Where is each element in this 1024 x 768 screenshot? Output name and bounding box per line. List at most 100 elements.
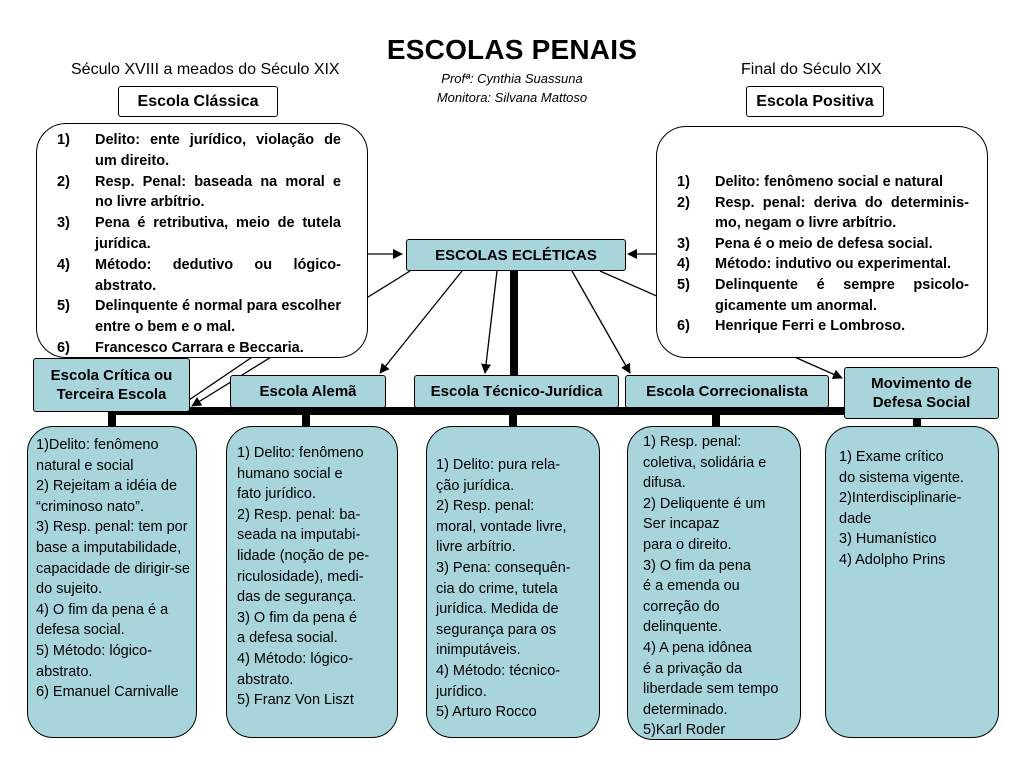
classica-panel: 1)Delito: ente jurídico, violação de um … — [36, 123, 368, 358]
correcionalista-line: Ser incapaz — [643, 516, 720, 533]
critica-line: “criminoso nato”. — [36, 498, 144, 515]
critica-line: 3) Resp. penal: tem por — [36, 519, 188, 536]
correcionalista-line: é a privação da — [643, 660, 743, 677]
alema-label: Escola Alemã — [230, 375, 386, 408]
arrow-to-alema — [379, 270, 463, 374]
alema-line: seada na imputabi- — [237, 527, 361, 544]
critica-line: capacidade de dirigir-se — [36, 560, 190, 577]
alema-line: humano social e — [237, 465, 343, 482]
movimento-label: Movimento de Defesa Social — [844, 367, 999, 419]
classica-label: Escola Clássica — [118, 86, 278, 117]
correcionalista-line: delinquente. — [643, 619, 723, 636]
positiva-item: 6)Henrique Ferri e Lombroso. — [677, 318, 906, 335]
arrow-to-correcionalista — [571, 270, 631, 374]
drop-4 — [712, 412, 720, 426]
tecnico-label: Escola Técnico-Jurídica — [414, 375, 619, 408]
professor-name: Profª: Cynthia Suassuna — [441, 71, 583, 86]
horizontal-bar — [110, 407, 922, 415]
positiva-item: 2)Resp. penal: deriva do determinis- mo,… — [677, 194, 969, 232]
positiva-panel: 1)Delito: fenômeno social e natural 2)Re… — [656, 126, 988, 358]
movimento-line: 2)Interdisciplinarie- — [839, 490, 962, 507]
classica-item: 5)Delinquente é normal para escolher ent… — [57, 298, 341, 336]
alema-line: riculosidade), medi- — [237, 568, 364, 585]
ecleticas-box: ESCOLAS ECLÉTICAS — [406, 239, 626, 271]
critica-line: 5) Método: lógico- — [36, 642, 153, 659]
critica-line: abstrato. — [36, 663, 93, 680]
positiva-item: 3)Pena é o meio de defesa social. — [677, 235, 933, 252]
movimento-line: 1) Exame crítico — [839, 449, 944, 465]
critica-line: do sujeito. — [36, 581, 103, 598]
classica-item: 3)Pena é retributiva, meio de tutela jur… — [57, 215, 341, 252]
positiva-item: 4)Método: indutivo ou experimental. — [677, 256, 952, 273]
correcionalista-details: 1) Resp. penal: coletiva, solidária e di… — [627, 426, 801, 740]
tecnico-details: 1) Delito: pura rela- ção jurídica. 2) R… — [426, 426, 600, 738]
correcionalista-line: é a emenda ou — [643, 578, 740, 595]
alema-line: abstrato. — [237, 671, 294, 688]
drop-1 — [108, 412, 116, 428]
alema-line: 2) Resp. penal: ba- — [237, 506, 361, 523]
critica-line: 1)Delito: fenômeno — [36, 437, 159, 453]
movimento-line: dade — [839, 510, 872, 527]
positiva-item: 5)Delinquente é sempre psicolo- gicament… — [677, 276, 969, 314]
movimento-line: 4) Adolpho Prins — [839, 551, 946, 568]
alema-line: a defesa social. — [237, 630, 338, 647]
right-period: Final do Século XIX — [741, 61, 882, 78]
critica-line: natural e social — [36, 457, 134, 474]
tecnico-line: inimputáveis. — [436, 642, 521, 659]
movimento-line: 3) Humanístico — [839, 531, 937, 548]
alema-details: 1) Delito: fenômeno humano social e fato… — [226, 426, 398, 738]
tecnico-line: ção jurídica. — [436, 477, 515, 494]
trunk-line — [510, 271, 518, 411]
alema-line: das de segurança. — [237, 589, 357, 606]
critica-line: 4) O fim da pena é a — [36, 601, 169, 618]
classica-item: 2)Resp. Penal: baseada na moral e no liv… — [57, 173, 341, 211]
classica-item: 6)Francesco Carrara e Beccaria. — [57, 339, 304, 356]
tecnico-line: 3) Pena: consequên- — [436, 559, 571, 576]
correcionalista-line: coletiva, solidária e — [643, 454, 767, 471]
correcionalista-line: para o direito. — [643, 536, 732, 553]
correcionalista-line: 4) A pena idônea — [643, 639, 752, 656]
alema-line: fato jurídico. — [237, 486, 316, 503]
tecnico-line: 1) Delito: pura rela- — [436, 457, 561, 473]
classica-item: 1)Delito: ente jurídico, violação de um … — [57, 132, 341, 169]
tecnico-line: 4) Método: técnico- — [436, 662, 561, 679]
positiva-label: Escola Positiva — [746, 86, 884, 117]
correcionalista-line: 2) Deliquente é um — [643, 495, 766, 512]
tecnico-line: livre arbítrio. — [436, 539, 516, 556]
drop-5 — [913, 412, 921, 428]
positiva-list: 1)Delito: fenômeno social e natural 2)Re… — [659, 172, 969, 337]
positiva-item: 1)Delito: fenômeno social e natural — [677, 174, 944, 190]
tecnico-line: jurídica. Medida de — [436, 601, 559, 618]
classica-list: 1)Delito: ente jurídico, violação de um … — [39, 130, 341, 359]
tecnico-line: cia do crime, tutela — [436, 580, 558, 597]
critica-line: 6) Emanuel Carnivalle — [36, 684, 179, 701]
drop-3 — [509, 412, 517, 426]
movimento-line: do sistema vigente. — [839, 469, 964, 486]
monitor-name: Monitora: Silvana Mattoso — [436, 90, 588, 105]
alema-line: 1) Delito: fenômeno — [237, 445, 364, 461]
drop-2 — [302, 412, 310, 426]
tecnico-line: 5) Arturo Rocco — [436, 704, 537, 721]
movimento-details: 1) Exame crítico do sistema vigente. 2)I… — [825, 426, 999, 738]
tecnico-line: segurança para os — [436, 621, 557, 638]
correcionalista-line: correção do — [643, 598, 720, 615]
correcionalista-line: determinado. — [643, 701, 728, 718]
arrow-to-tecnico — [481, 270, 498, 374]
critica-line: 2) Rejeitam a idéia de — [36, 478, 178, 495]
alema-line: lidade (noção de pe- — [237, 547, 370, 564]
alema-line: 4) Método: lógico- — [237, 650, 354, 667]
tecnico-line: jurídico. — [436, 683, 487, 700]
alema-line: 3) O fim da pena é — [237, 609, 358, 626]
tecnico-line: 2) Resp. penal: — [436, 498, 535, 515]
correcionalista-line: 5)Karl Roder — [643, 722, 726, 739]
page-title: ESCOLAS PENAIS — [386, 34, 638, 65]
critica-line: defesa social. — [36, 622, 125, 639]
critica-line: base a imputabilidade, — [36, 539, 182, 556]
tecnico-line: moral, vontade livre, — [436, 518, 567, 535]
alema-line: 5) Franz Von Liszt — [237, 692, 354, 709]
critica-label: Escola Crítica ou Terceira Escola — [33, 358, 190, 412]
left-period: Século XVIII a meados do Século XIX — [71, 61, 340, 78]
classica-item: 4)Método: dedutivo ou lógico-abstrato. — [57, 256, 341, 294]
correcionalista-line: 1) Resp. penal: — [643, 434, 742, 450]
correcionalista-line: liberdade sem tempo — [643, 681, 779, 698]
